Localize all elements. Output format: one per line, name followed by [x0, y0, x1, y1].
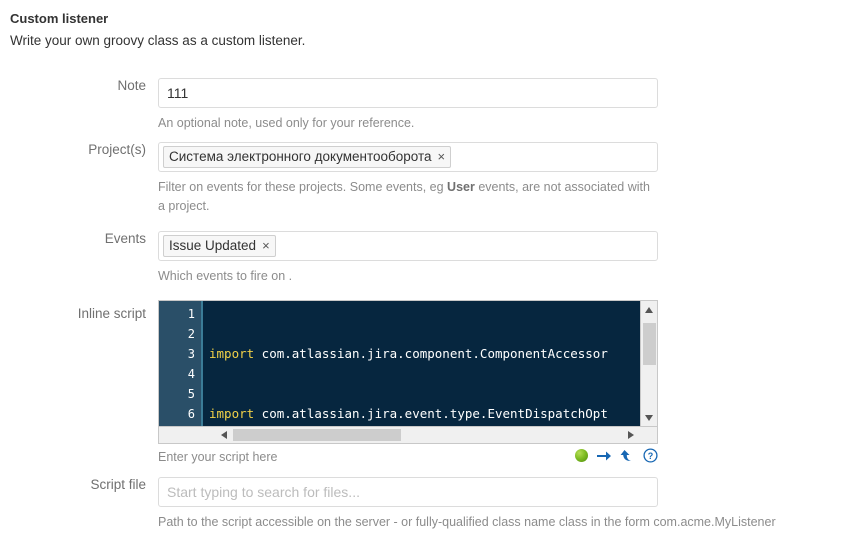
projects-help-after: events, are not associated with a projec… — [158, 180, 650, 213]
projects-help-text: Filter on events for these projects. Som… — [158, 178, 658, 216]
event-chip[interactable]: Issue Updated × — [163, 235, 276, 257]
scroll-right-icon[interactable] — [622, 427, 639, 443]
line-number: 2 — [187, 327, 195, 341]
scroll-left-icon[interactable] — [215, 427, 232, 443]
script-file-control: Path to the script accessible on the ser… — [158, 477, 776, 532]
editor-footer: Enter your script here — [158, 448, 658, 468]
line-number: 3 — [187, 347, 195, 361]
note-control: An optional note, used only for your ref… — [158, 78, 658, 133]
vertical-scroll-thumb[interactable] — [643, 323, 656, 365]
note-label: Note — [117, 78, 146, 93]
line-number-gutter: 1 2 3 4 5 6 7 — [159, 301, 203, 426]
code-text-area[interactable]: import com.atlassian.jira.component.Comp… — [203, 301, 640, 426]
projects-multiselect[interactable]: Система электронного документооборота × — [158, 142, 658, 172]
events-help-text: Which events to fire on . — [158, 269, 293, 283]
event-chip-label: Issue Updated — [169, 238, 257, 253]
editor-vertical-scrollbar[interactable] — [640, 301, 657, 426]
line-number: 4 — [187, 367, 195, 381]
event-chip-remove-icon[interactable]: × — [262, 238, 270, 253]
svg-text:?: ? — [648, 451, 654, 461]
projects-label: Project(s) — [88, 142, 146, 157]
script-file-input[interactable] — [158, 477, 658, 507]
run-arrow-icon[interactable] — [596, 449, 612, 463]
project-chip[interactable]: Система электронного документооборота × — [163, 146, 452, 168]
code-keyword: import — [209, 406, 255, 421]
project-chip-remove-icon[interactable]: × — [437, 149, 446, 164]
editor-toolbar: ? — [575, 448, 658, 463]
scroll-down-icon[interactable] — [641, 409, 657, 426]
revert-arrow-icon[interactable] — [620, 449, 635, 463]
project-chip-label: Система электронного документооборота — [169, 149, 432, 164]
code-keyword: import — [209, 346, 255, 361]
form-header: Custom listener Write your own groovy cl… — [10, 10, 305, 50]
note-help-text: An optional note, used only for your ref… — [158, 116, 415, 130]
code-line: import com.atlassian.jira.component.Comp… — [209, 344, 640, 364]
run-indicator-icon[interactable] — [575, 449, 588, 462]
scroll-up-icon[interactable] — [641, 301, 657, 318]
code-text: com.atlassian.jira.component.ComponentAc… — [254, 346, 608, 361]
script-file-help-text: Path to the script accessible on the ser… — [158, 515, 776, 529]
line-number: 5 — [187, 387, 195, 401]
page-title: Custom listener — [10, 11, 109, 26]
projects-help-bold: User — [447, 180, 475, 194]
events-label: Events — [104, 231, 146, 246]
events-multiselect[interactable]: Issue Updated × — [158, 231, 658, 261]
horizontal-scroll-thumb[interactable] — [233, 429, 401, 441]
inline-script-control: 1 2 3 4 5 6 7 import com.atlassian.jira.… — [158, 300, 658, 468]
code-line: import com.atlassian.jira.event.type.Eve… — [209, 404, 640, 424]
projects-control: Система электронного документооборота × … — [158, 142, 658, 216]
code-text: com.atlassian.jira.event.type.EventDispa… — [254, 406, 608, 421]
inline-script-label: Inline script — [77, 306, 146, 321]
help-question-icon[interactable]: ? — [643, 448, 658, 463]
projects-help-before: Filter on events for these projects. Som… — [158, 180, 448, 194]
inline-script-help-text: Enter your script here — [158, 450, 278, 464]
script-file-label: Script file — [90, 477, 146, 492]
editor-horizontal-scrollbar[interactable] — [159, 426, 657, 443]
note-input[interactable] — [158, 78, 658, 108]
code-editor-body[interactable]: 1 2 3 4 5 6 7 import com.atlassian.jira.… — [159, 301, 640, 426]
page-description: Write your own groovy class as a custom … — [10, 33, 306, 48]
line-number: 6 — [187, 407, 195, 421]
code-editor[interactable]: 1 2 3 4 5 6 7 import com.atlassian.jira.… — [158, 300, 658, 444]
events-control: Issue Updated × Which events to fire on … — [158, 231, 658, 286]
line-number: 1 — [187, 307, 195, 321]
